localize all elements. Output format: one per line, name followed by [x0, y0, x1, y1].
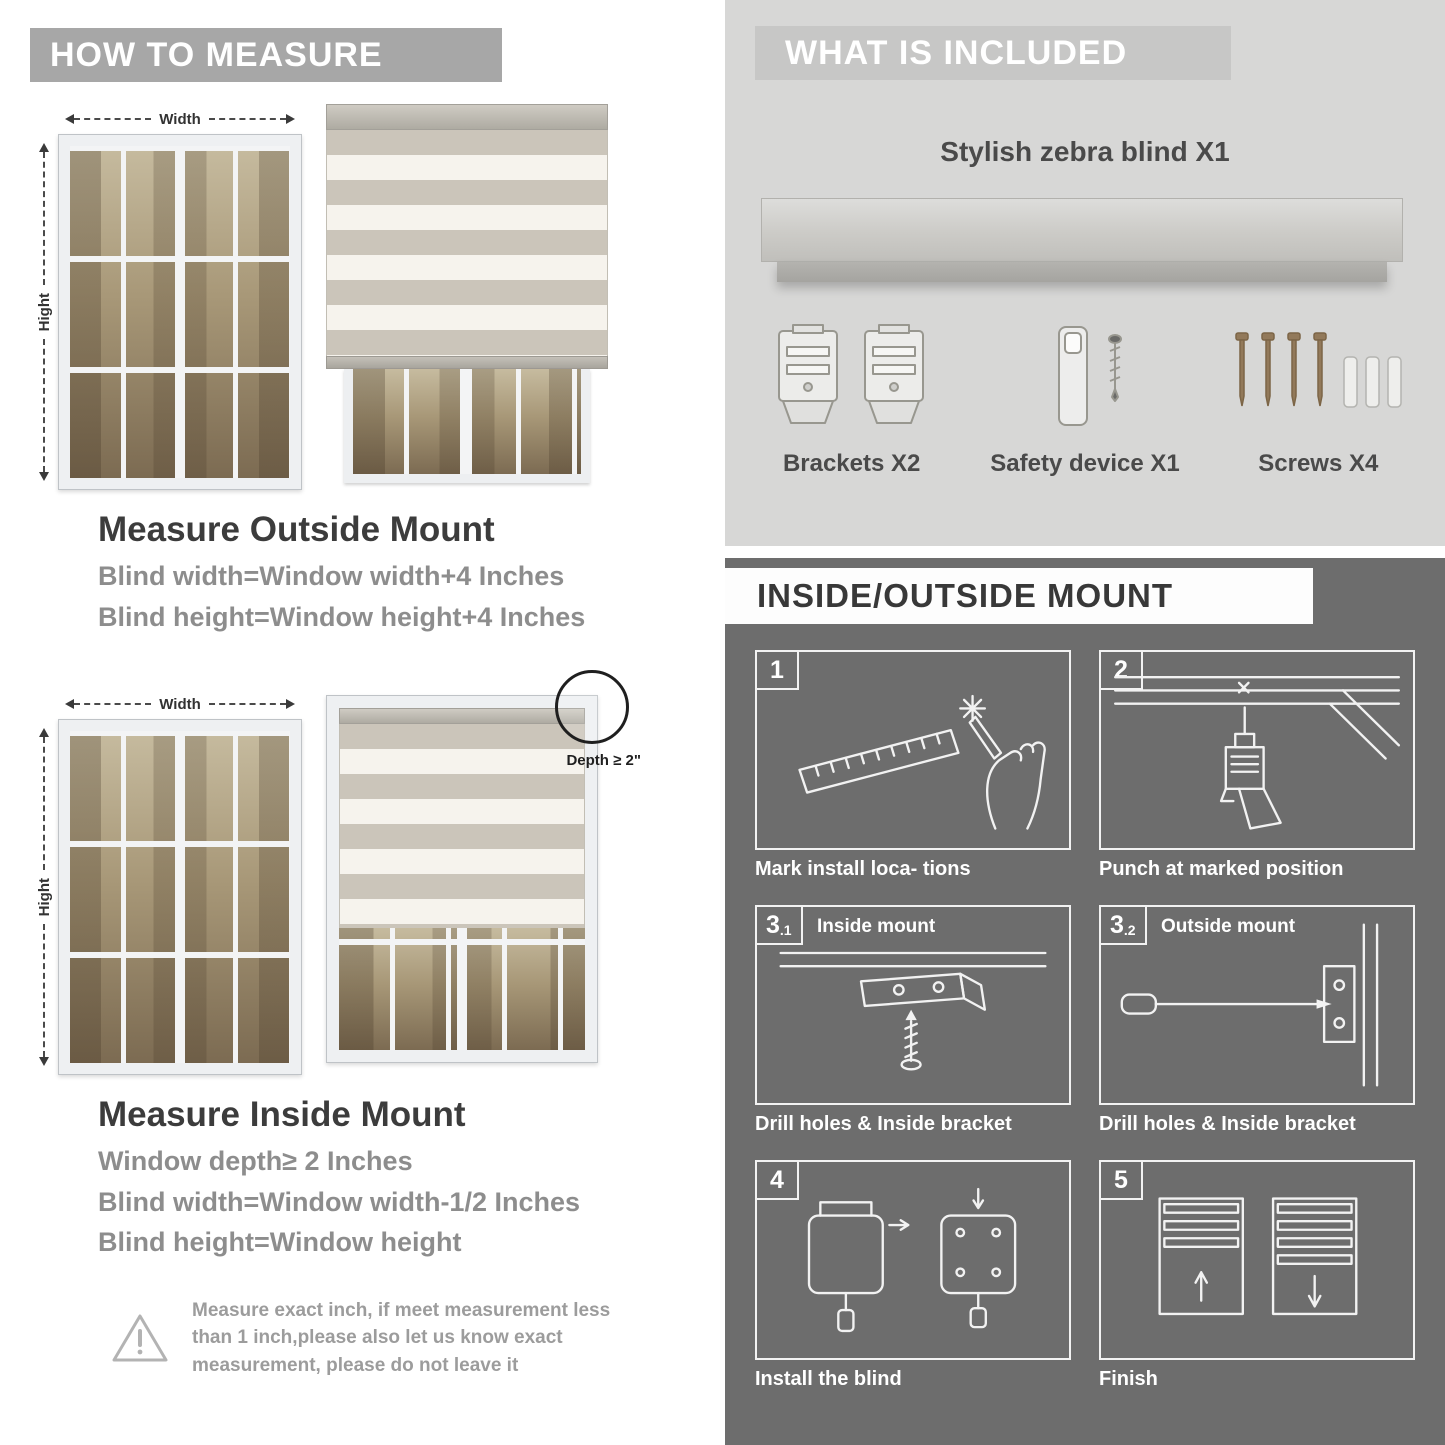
step-number: 3.1	[757, 907, 803, 945]
arrow-up-icon	[39, 138, 49, 152]
screw-icon	[1235, 332, 1403, 408]
ruler-pencil-icon	[798, 694, 1046, 830]
inside-mount-line: Blind width=Window width-1/2 Inches	[98, 1186, 581, 1217]
install-blind-icon	[807, 1187, 1017, 1333]
blind-cassette	[326, 104, 608, 130]
step-caption: Punch at marked position	[1099, 858, 1344, 880]
depth-label: Depth ≥ 2"	[566, 752, 641, 769]
width-arrow: Width	[58, 104, 302, 134]
warning-text: Measure exact inch, if meet measurement …	[192, 1299, 611, 1376]
arrow-left-icon	[60, 114, 74, 124]
bracket-icon	[777, 324, 924, 424]
mount-step-3-1: 3.1 Inside mount Drill	[755, 905, 1071, 1136]
depth-callout-circle	[555, 670, 629, 744]
zebra-blind-headrail	[761, 198, 1403, 262]
step-number: 5	[1101, 1162, 1143, 1200]
inside-mount-blind-figure: Depth ≥ 2"	[326, 670, 641, 1063]
mount-step-1: 1 Mark install loca- tions	[755, 650, 1071, 881]
inside-mount-line: Blind height=Window height	[98, 1227, 462, 1257]
width-label: Width	[159, 110, 201, 128]
width-arrow: Width	[58, 689, 302, 719]
step-panel: 4	[755, 1160, 1071, 1360]
what-is-included-section: WHAT IS INCLUDED Stylish zebra blind X1	[725, 0, 1445, 546]
step-panel: 3.1 Inside mount	[755, 905, 1071, 1105]
blind-quantity-label: Stylish zebra blind X1	[940, 136, 1230, 167]
mount-instructions-section: INSIDE/OUTSIDE MOUNT 1	[725, 558, 1445, 1445]
outside-mount-blind-figure	[326, 104, 608, 483]
arrow-down-icon	[39, 1057, 49, 1071]
window-measure-figure: Width Hight	[30, 104, 302, 490]
width-label: Width	[159, 695, 201, 713]
window-measure-figure: Width Hight	[30, 689, 302, 1075]
included-item-brackets: Brackets X2	[735, 322, 968, 478]
bracket-driver-icon	[1120, 923, 1379, 1087]
mount-header: INSIDE/OUTSIDE MOUNT	[725, 568, 1313, 624]
mount-step-2: 2 Punch at marked pos	[1099, 650, 1415, 881]
zebra-blind-headrail-lip	[777, 262, 1387, 282]
step-caption: Finish	[1099, 1368, 1158, 1390]
arrow-right-icon	[286, 699, 300, 709]
safety-device-icon	[1057, 326, 1122, 426]
height-label: Hight	[35, 877, 53, 917]
inside-mount-figures: Width Hight	[30, 670, 690, 1075]
step-caption: Mark install loca- tions	[755, 858, 971, 880]
mount-step-3-2: 3.2 Outside mount Drill holes & Inside b…	[1099, 905, 1415, 1136]
item-label: Screws X4	[1258, 450, 1379, 477]
drill-icon	[1114, 676, 1400, 830]
item-label: Brackets X2	[782, 450, 921, 477]
what-is-included-header: WHAT IS INCLUDED	[755, 26, 1231, 80]
window-photo	[58, 719, 302, 1075]
mount-step-4: 4	[755, 1160, 1071, 1391]
how-to-measure-header: HOW TO MEASURE	[30, 28, 502, 82]
mount-steps-grid: 1 Mark install loca- tions	[755, 650, 1415, 1391]
bracket-screw-icon	[779, 951, 1047, 1071]
how-to-measure-section: HOW TO MEASURE Width Hight	[30, 28, 690, 1379]
step-panel: 3.2 Outside mount	[1099, 905, 1415, 1105]
step-caption: Drill holes & Inside bracket	[1099, 1113, 1356, 1135]
item-label: Safety device X1	[990, 450, 1180, 477]
height-label: Hight	[35, 292, 53, 332]
inside-mount-title: Measure Inside Mount	[98, 1095, 466, 1134]
included-item-screws: Screws X4	[1202, 322, 1435, 478]
arrow-left-icon	[60, 699, 74, 709]
step-caption: Drill holes & Inside bracket	[755, 1113, 1012, 1135]
mount-step-5: 5	[1099, 1160, 1415, 1391]
step-number: 3.2	[1101, 907, 1147, 945]
included-item-safety-device: Safety device X1	[968, 322, 1201, 478]
height-arrow: Hight	[30, 134, 58, 490]
step-panel: 2	[1099, 650, 1415, 850]
warning-triangle-icon	[112, 1314, 168, 1362]
zebra-stripes	[339, 724, 585, 928]
step-number: 1	[757, 652, 799, 690]
step-panel: 1	[755, 650, 1071, 850]
inside-mount-line: Window depth≥ 2 Inches	[98, 1146, 413, 1176]
outside-mount-figures: Width Hight	[30, 104, 690, 490]
included-items: Brackets X2 Safety device	[725, 322, 1445, 478]
window-panes	[70, 731, 290, 1063]
step-number: 4	[757, 1162, 799, 1200]
step-title: Outside mount	[1161, 916, 1296, 937]
zebra-stripes	[326, 130, 608, 356]
step-panel: 5	[1099, 1160, 1415, 1360]
step-caption: Install the blind	[755, 1368, 902, 1390]
outside-mount-line: Blind height=Window height+4 Inches	[98, 601, 586, 632]
outside-mount-line: Blind width=Window width+4 Inches	[98, 561, 565, 591]
outside-mount-title: Measure Outside Mount	[98, 510, 495, 549]
measure-warning: Measure exact inch, if meet measurement …	[110, 1297, 690, 1380]
step-title: Inside mount	[817, 916, 936, 937]
blind-bottom-rail	[326, 356, 608, 369]
arrow-right-icon	[286, 114, 300, 124]
window-below-blind	[344, 369, 590, 483]
window-panes	[70, 146, 290, 478]
arrow-up-icon	[39, 723, 49, 737]
window-photo	[58, 134, 302, 490]
blind-cassette	[339, 708, 585, 724]
arrow-down-icon	[39, 472, 49, 486]
height-arrow: Hight	[30, 719, 58, 1075]
finished-blind-icon	[1158, 1197, 1358, 1316]
window-panes	[339, 928, 585, 1050]
